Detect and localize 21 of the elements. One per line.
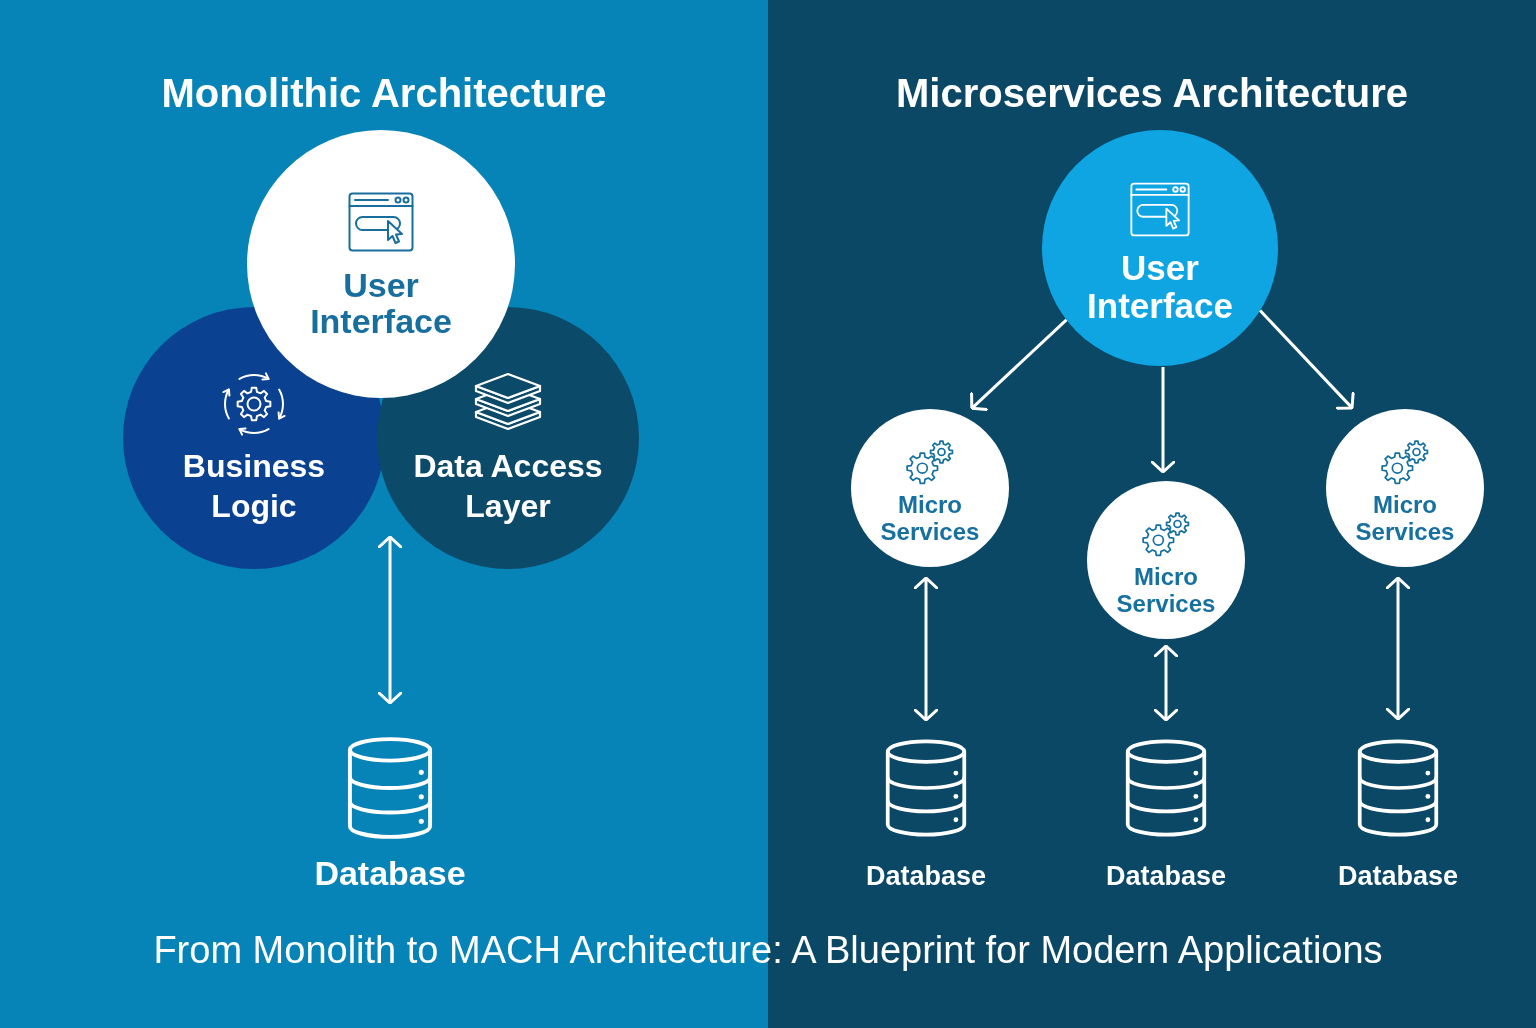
double-arrow	[1385, 576, 1411, 721]
arrow	[970, 318, 1068, 411]
circle-label: Micro Services	[1115, 563, 1217, 617]
database-label: Database	[865, 860, 987, 892]
caption: From Monolith to MACH Architecture: A Blueprint for Modern Applications	[153, 928, 1383, 973]
database-label: Database	[1105, 860, 1227, 892]
double-arrow	[913, 576, 939, 722]
panel-heading: Monolithic Architecture	[161, 70, 607, 117]
database-label: Database	[314, 854, 466, 892]
double-arrow	[377, 535, 403, 705]
circle-label: Micro Services	[1354, 491, 1456, 545]
circle-label: Business Logic	[181, 447, 327, 526]
double-arrow	[1153, 644, 1179, 722]
arrow	[1259, 309, 1355, 410]
panel-heading: Microservices Architecture	[895, 70, 1409, 117]
circle-label: User Interface	[1086, 249, 1234, 325]
database-label: Database	[1337, 860, 1459, 892]
arrow	[1150, 367, 1176, 474]
circle-label: Micro Services	[879, 491, 981, 545]
circle-label: Data Access Layer	[412, 447, 604, 526]
circle-label: User Interface	[309, 267, 453, 339]
